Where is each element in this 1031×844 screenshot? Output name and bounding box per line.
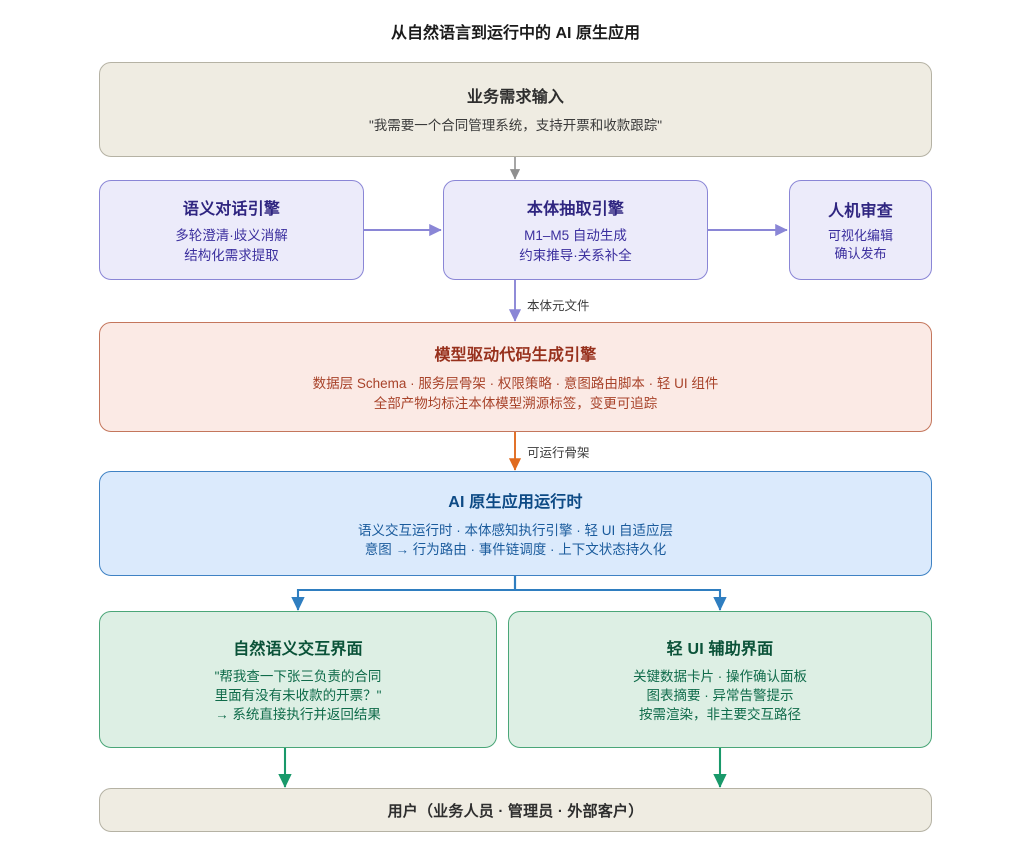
edge-label-runnable-skeleton: 可运行骨架: [525, 442, 592, 461]
node-title: 业务需求输入: [466, 89, 565, 107]
node-title: 人机审查: [828, 202, 893, 220]
node-detail-line: 图表摘要 · 异常告警提示: [646, 687, 794, 703]
node-business-requirement-input[interactable]: 业务需求输入 "我需要一个合同管理系统，支持开票和收款跟踪": [99, 62, 932, 157]
node-model-driven-code-generation-engine[interactable]: 模型驱动代码生成引擎 数据层 Schema · 服务层骨架 · 权限策略 · 意…: [99, 322, 932, 432]
node-light-ui-assist-interface[interactable]: 轻 UI 辅助界面 关键数据卡片 · 操作确认面板 图表摘要 · 异常告警提示 …: [508, 611, 932, 748]
node-ontology-extraction-engine[interactable]: 本体抽取引擎 M1–M5 自动生成 约束推导·关系补全: [443, 180, 708, 280]
node-human-machine-review[interactable]: 人机审查 可视化编辑 确认发布: [789, 180, 932, 280]
node-title: 模型驱动代码生成引擎: [434, 347, 597, 365]
node-title: 本体抽取引擎: [526, 201, 625, 219]
edge-runtime-to-semantic-ui: [291, 576, 517, 611]
node-title: AI 原生应用运行时: [448, 493, 583, 511]
node-detail-line: 多轮澄清·歧义消解: [175, 228, 288, 244]
node-detail-line: 关键数据卡片 · 操作确认面板: [633, 668, 807, 684]
node-detail-line: 约束推导·关系补全: [519, 247, 632, 263]
page-title: 从自然语言到运行中的 AI 原生应用: [391, 25, 640, 42]
node-title: 用户（业务人员 · 管理员 · 外部客户）: [387, 802, 644, 820]
edge-label-ontology-meta-file: 本体元文件: [525, 295, 592, 314]
node-semantic-dialog-engine[interactable]: 语义对话引擎 多轮澄清·歧义消解 结构化需求提取: [99, 180, 364, 280]
node-detail-line: 结构化需求提取: [184, 247, 279, 263]
node-users[interactable]: 用户（业务人员 · 管理员 · 外部客户）: [99, 788, 932, 832]
edge-runtime-to-light-ui: [513, 576, 727, 611]
node-detail-line: 按需渲染，非主要交互路径: [639, 707, 801, 723]
node-natural-semantic-interaction-ui[interactable]: 自然语义交互界面 "帮我查一下张三负责的合同 里面有没有未收款的开票？" → 系…: [99, 611, 497, 748]
node-detail-line: 语义交互运行时 · 本体感知执行引擎 · 轻 UI 自适应层: [358, 522, 673, 538]
node-detail-line: M1–M5 自动生成: [524, 228, 627, 244]
node-title: 自然语义交互界面: [233, 640, 363, 658]
node-detail-line: 全部产物均标注本体模型溯源标签，变更可追踪: [373, 395, 658, 411]
node-detail-line: → 系统直接执行并返回结果: [215, 707, 381, 723]
node-detail-line: "帮我查一下张三负责的合同: [214, 668, 382, 684]
node-detail-line: 可视化编辑: [827, 227, 893, 243]
node-detail-line: 数据层 Schema · 服务层骨架 · 权限策略 · 意图路由脚本 · 轻 U…: [312, 376, 719, 392]
node-detail-line: "我需要一个合同管理系统，支持开票和收款跟踪": [368, 118, 663, 134]
node-ai-native-app-runtime[interactable]: AI 原生应用运行时 语义交互运行时 · 本体感知执行引擎 · 轻 UI 自适应…: [99, 471, 932, 576]
node-detail-line: 里面有没有未收款的开票？": [214, 687, 382, 703]
node-detail-line: 确认发布: [834, 246, 887, 261]
node-title: 轻 UI 辅助界面: [666, 640, 774, 658]
node-detail-line: 意图 → 行为路由 · 事件链调度 · 上下文状态持久化: [364, 542, 667, 557]
node-title: 语义对话引擎: [182, 201, 281, 219]
